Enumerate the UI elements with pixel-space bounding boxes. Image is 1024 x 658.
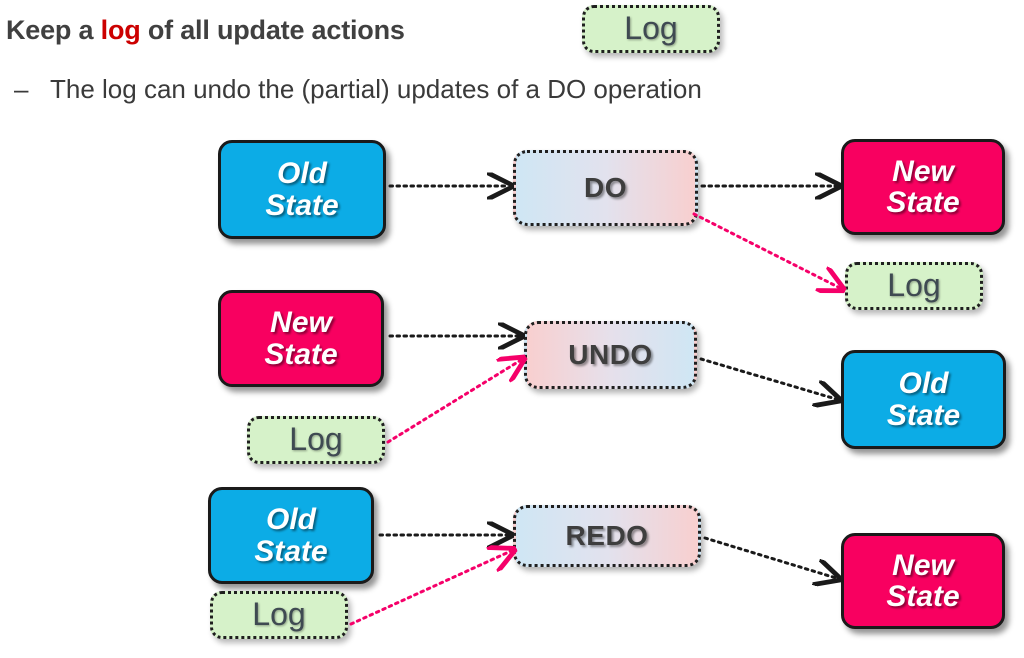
arrow-undo-to-old [699, 357, 836, 399]
do-row-target-state-line2: State [886, 186, 960, 219]
undo-row-source-state-line2: State [264, 337, 338, 371]
redo-row-source-state-line2: State [254, 534, 328, 568]
page-title-before: Keep a [6, 15, 101, 45]
redo-row-log-box: Log [210, 591, 348, 639]
do-row-target-state: New State [841, 139, 1005, 235]
undo-row-target-state-line1: Old [898, 367, 949, 401]
page-title-highlight: log [100, 15, 141, 45]
bullet-dash: – [14, 74, 29, 104]
undo-row-source-state-line1: New [270, 306, 332, 340]
do-operation-box: DO [513, 150, 698, 226]
page-title: Keep a log of all update actions [6, 15, 405, 46]
page-title-after: of all update actions [140, 15, 405, 45]
header-log-box: Log [582, 5, 720, 53]
do-row-log-box: Log [845, 262, 983, 310]
do-row-target-state-line1: New [892, 154, 954, 188]
bullet-text: The log can undo the (partial) updates o… [50, 74, 702, 104]
undo-operation-label: UNDO [568, 339, 653, 371]
arrow-log-to-redo [349, 551, 511, 626]
undo-row-target-state: Old State [841, 350, 1006, 449]
do-row-log-label: Log [887, 267, 941, 304]
do-row-source-state-line1: Old [277, 157, 327, 191]
undo-row-log-label: Log [289, 421, 343, 458]
bullet-item: –The log can undo the (partial) updates … [14, 74, 702, 105]
header-log-label: Log [624, 10, 678, 47]
redo-row-log-label: Log [252, 596, 306, 633]
do-row-source-state: Old State [218, 140, 386, 239]
redo-row-target-state: New State [841, 533, 1005, 629]
undo-operation-box: UNDO [524, 321, 697, 389]
undo-row-source-state: New State [218, 290, 384, 387]
redo-row-target-state-line1: New [892, 548, 954, 582]
undo-row-log-box: Log [247, 416, 385, 464]
arrow-redo-to-new [703, 536, 836, 578]
redo-row-source-state: Old State [208, 487, 374, 584]
arrow-log-to-undo [386, 360, 521, 444]
redo-row-target-state-line2: State [886, 580, 960, 613]
redo-operation-box: REDO [513, 505, 701, 567]
do-row-source-state-line2: State [265, 188, 339, 222]
redo-row-source-state-line1: Old [266, 503, 316, 537]
redo-operation-label: REDO [565, 520, 649, 552]
do-operation-label: DO [584, 172, 627, 204]
arrow-do-to-log [692, 212, 840, 288]
undo-row-target-state-line2: State [886, 398, 961, 432]
